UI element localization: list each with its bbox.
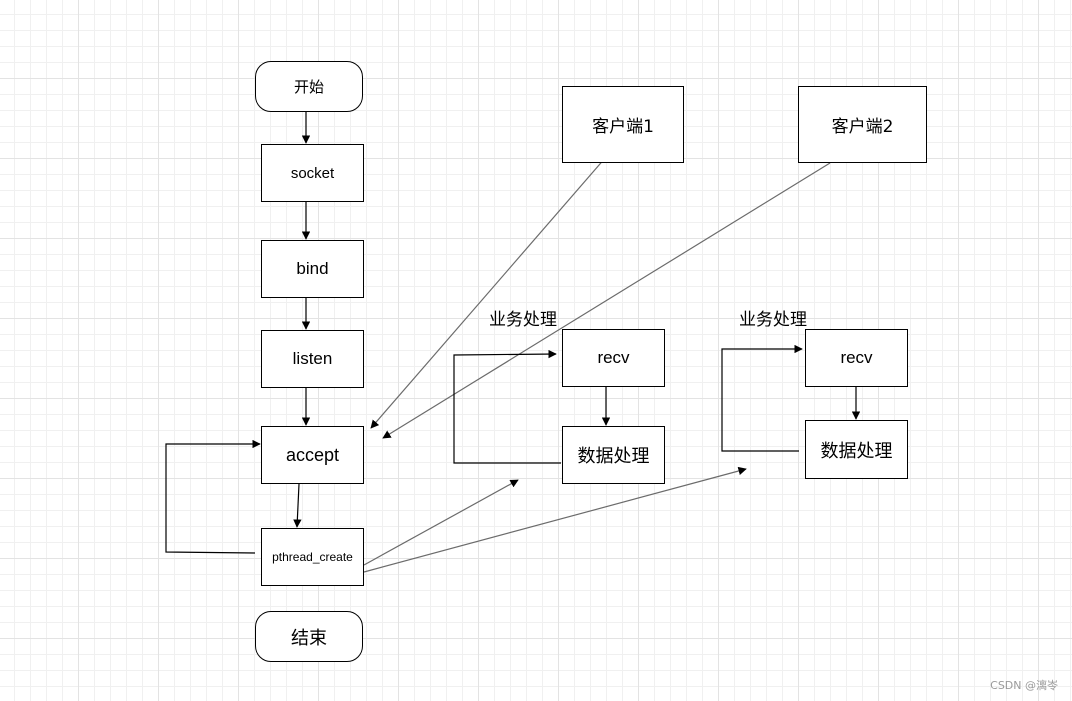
recv-node-1: recv bbox=[562, 329, 665, 387]
arrow-pthread-to-worker1 bbox=[363, 479, 519, 566]
arrow-pthread-to-worker2 bbox=[363, 466, 747, 573]
data-process-node-1: 数据处理 bbox=[562, 426, 665, 484]
data-process-node-2: 数据处理 bbox=[805, 420, 908, 479]
arrow-client2-to-accept bbox=[382, 162, 831, 439]
arrow-client1-to-accept bbox=[370, 156, 607, 429]
arrow-pthread-loop-back bbox=[165, 439, 261, 554]
arrow-process2-loop-back bbox=[721, 344, 803, 452]
accept-node: accept bbox=[261, 426, 364, 484]
pthread-create-node: pthread_create bbox=[261, 528, 364, 586]
start-node: 开始 bbox=[255, 61, 363, 112]
client2-node: 客户端2 bbox=[798, 86, 927, 163]
arrow-process1-loop-back bbox=[453, 349, 561, 464]
bind-node: bind bbox=[261, 240, 364, 298]
business-label-2: 业务处理 bbox=[739, 310, 807, 330]
recv-node-2: recv bbox=[805, 329, 908, 387]
listen-node: listen bbox=[261, 330, 364, 388]
client1-node: 客户端1 bbox=[562, 86, 684, 163]
watermark: CSDN @漓岺 bbox=[990, 679, 1058, 692]
business-label-1: 业务处理 bbox=[489, 310, 557, 330]
arrow-accept-to-pthread bbox=[293, 483, 302, 528]
socket-node: socket bbox=[261, 144, 364, 202]
end-node: 结束 bbox=[255, 611, 363, 662]
